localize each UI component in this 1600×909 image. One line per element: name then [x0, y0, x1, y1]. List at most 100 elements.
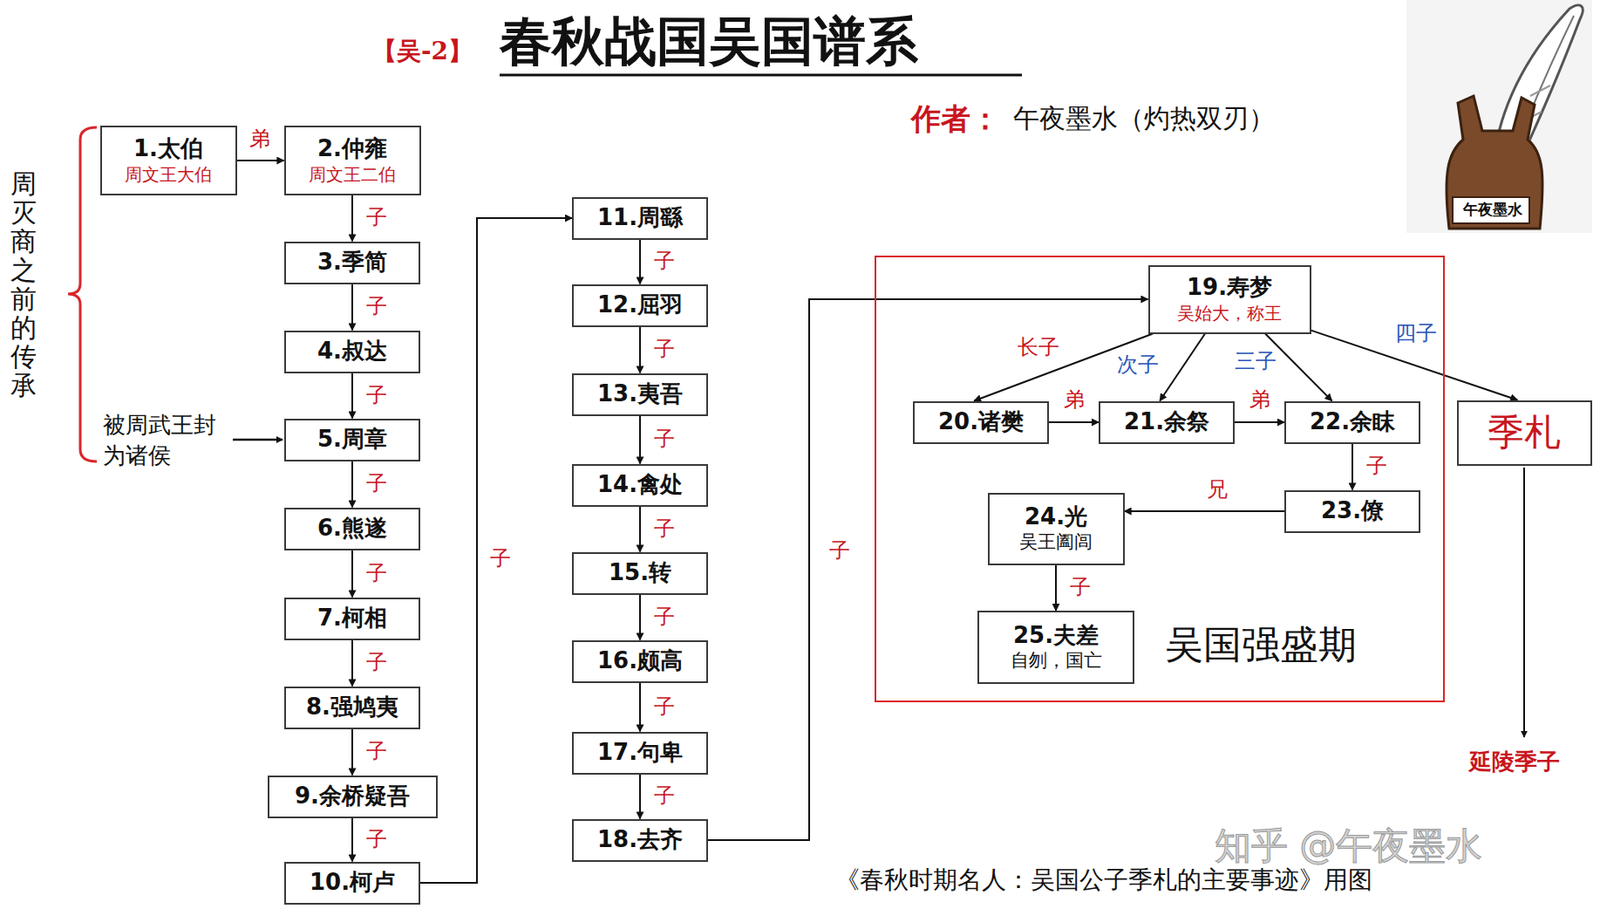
lineage-connector [351, 373, 354, 419]
ruler-name: 7.柯相 [317, 604, 388, 632]
ruler-name: 5.周章 [317, 425, 388, 453]
lineage-connector [420, 217, 572, 883]
ruler-box: 4.叔达 [284, 330, 421, 374]
red-bracket [68, 127, 97, 462]
lineage-connector [1124, 510, 1286, 512]
side-note: 被周武王封为诸侯 [102, 409, 225, 471]
relation-label: 子 [652, 783, 677, 809]
ruler-name: 20.诸樊 [938, 408, 1024, 436]
relation-label: 子 [1364, 454, 1389, 479]
relation-label: 子 [364, 561, 389, 586]
ruler-box: 13.夷吾 [571, 373, 709, 416]
person-box-highlight: 季札 [1457, 400, 1593, 466]
ruler-box: 9.余桥疑吾 [267, 775, 438, 818]
relation-label: 子 [652, 249, 677, 274]
ruler-name: 22.余眜 [1309, 408, 1396, 436]
ruler-box: 23.僚 [1284, 490, 1421, 533]
ruler-box: 24.光吴王阖闾 [987, 492, 1125, 566]
relation-label: 子 [827, 538, 852, 564]
lineage-connector [639, 594, 641, 640]
ruler-name: 4.叔达 [317, 337, 388, 365]
ruler-name: 19.寿梦 [1186, 273, 1273, 301]
ruler-note: 吴始大，称王 [1177, 301, 1282, 325]
relation-label: 子 [364, 294, 389, 320]
ruler-name: 24.光 [1024, 503, 1088, 531]
title-underline [499, 74, 1022, 77]
author-name: 午夜墨水（灼热双刃） [1013, 101, 1275, 137]
ruler-box: 21.余祭 [1098, 401, 1235, 444]
lineage-connector [1159, 333, 1206, 402]
relation-label: 子 [652, 694, 677, 720]
ruler-box: 20.诸樊 [912, 401, 1049, 444]
ruler-box: 12.屈羽 [571, 284, 709, 327]
ruler-name: 3.季简 [317, 248, 388, 276]
ruler-name: 2.仲雍 [317, 135, 388, 163]
ruler-box: 5.周章 [284, 418, 421, 462]
region-title: 吴国强盛期 [1164, 619, 1357, 671]
lineage-connector [639, 774, 641, 819]
author-label: 作者： [911, 99, 1001, 140]
ruler-name: 18.去齐 [597, 825, 683, 853]
ruler-name: 17.句卑 [597, 738, 683, 766]
lineage-connector [639, 415, 641, 464]
relation-label: 子 [652, 605, 677, 630]
ruler-name: 13.夷吾 [597, 380, 683, 408]
ruler-note: 周文王大伯 [124, 163, 212, 186]
relation-label: 弟 [1247, 388, 1273, 413]
ruler-name: 25.夫差 [1013, 621, 1099, 649]
series-tag: 【吴-2】 [372, 34, 473, 69]
ruler-name: 8.强鸠夷 [306, 693, 399, 721]
ruler-box: 19.寿梦吴始大，称王 [1148, 265, 1312, 334]
ruler-box: 7.柯相 [284, 597, 421, 640]
ruler-name: 14.禽处 [597, 470, 683, 498]
ruler-name: 6.熊遂 [317, 514, 388, 542]
lineage-connector [639, 326, 641, 374]
enfeoff-arrow [232, 438, 283, 442]
relation-label: 四子 [1393, 321, 1439, 347]
ruler-name: 12.屈羽 [597, 291, 683, 319]
relation-label: 子 [364, 471, 389, 497]
ruler-box: 8.强鸠夷 [284, 686, 421, 729]
relation-label: 子 [364, 383, 389, 409]
ink-pot-label: 午夜墨水 [1456, 199, 1530, 220]
relation-label: 弟 [247, 127, 273, 152]
relation-label: 弟 [1062, 388, 1087, 413]
ruler-name: 15.转 [608, 558, 672, 586]
ruler-note: 周文王二伯 [308, 163, 396, 186]
ruler-box: 14.禽处 [571, 463, 709, 507]
ruler-name: 11.周繇 [597, 204, 683, 232]
ruler-box: 1.太伯周文王大伯 [100, 125, 238, 196]
relation-label: 次子 [1115, 353, 1161, 378]
relation-label: 子 [652, 337, 677, 362]
lineage-connector [708, 299, 1149, 840]
relation-label: 兄 [1205, 477, 1230, 503]
ruler-name: 10.柯卢 [309, 868, 395, 896]
relation-label: 子 [1068, 575, 1093, 600]
jizha-arrow [1523, 467, 1526, 737]
diagram-title: 春秋战国吴国谱系 [499, 6, 919, 78]
ruler-box: 11.周繇 [571, 197, 709, 240]
ruler-box: 17.句卑 [571, 731, 709, 775]
ruler-name: 16.颇高 [597, 646, 683, 675]
ruler-box: 18.去齐 [571, 818, 709, 862]
lineage-connector [351, 640, 354, 687]
ruler-box: 6.熊遂 [284, 507, 421, 551]
ruler-note: 吴王阖闾 [1019, 530, 1093, 554]
ruler-name: 1.太伯 [133, 135, 204, 163]
title-note: 延陵季子 [1469, 746, 1560, 777]
ruler-box: 2.仲雍周文王二伯 [284, 125, 422, 196]
relation-label: 子 [364, 650, 389, 675]
lineage-connector [1351, 443, 1354, 491]
ruler-name: 21.余祭 [1123, 408, 1210, 436]
relation-label: 子 [364, 827, 389, 852]
ruler-box: 25.夫差自刎，国亡 [977, 610, 1135, 684]
lineage-connector [351, 461, 354, 508]
lineage-connector [639, 239, 641, 285]
ruler-name: 23.僚 [1320, 497, 1384, 525]
lineage-connector [351, 195, 354, 242]
ruler-box: 16.颇高 [571, 640, 709, 683]
ruler-name: 季札 [1487, 410, 1561, 455]
lineage-connector [351, 550, 354, 598]
